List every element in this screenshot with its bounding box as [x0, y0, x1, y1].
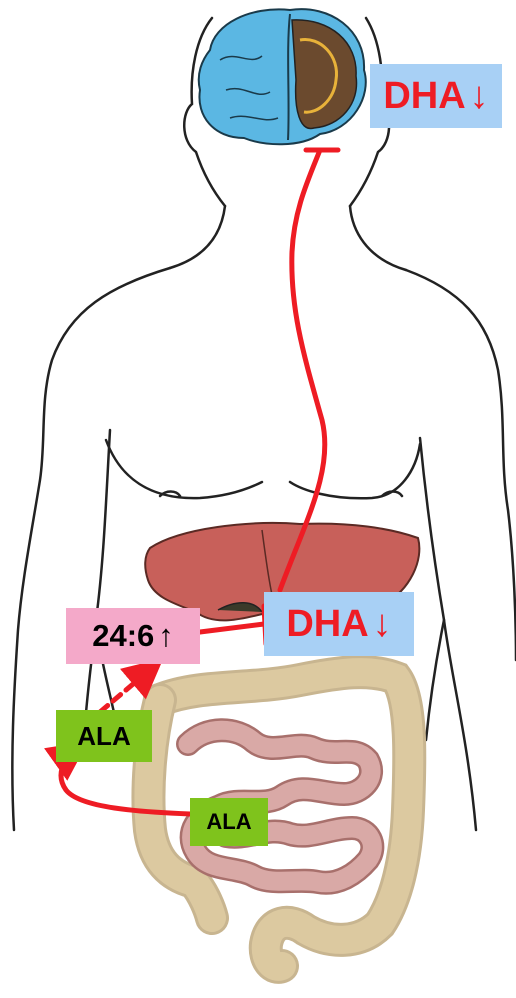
ratio-text: 24:6: [92, 618, 154, 654]
down-arrow-icon: ↓: [373, 603, 392, 646]
up-arrow-icon: ↑: [158, 618, 174, 654]
brain: [199, 9, 366, 144]
ala-upper-label: ALA: [56, 710, 152, 762]
ala-lower-text: ALA: [206, 809, 251, 835]
ratio-to-liver-line: [200, 624, 264, 632]
ala-upper-text: ALA: [77, 721, 130, 752]
ala-lower-label: ALA: [190, 798, 268, 846]
brain-dha-label: DHA ↓: [370, 64, 502, 128]
liver-dha-text: DHA: [286, 603, 368, 646]
down-arrow-icon: ↓: [470, 75, 489, 118]
brain-dha-text: DHA: [383, 75, 465, 118]
ratio-label: 24:6 ↑: [66, 608, 200, 664]
liver-dha-label: DHA ↓: [264, 592, 414, 656]
